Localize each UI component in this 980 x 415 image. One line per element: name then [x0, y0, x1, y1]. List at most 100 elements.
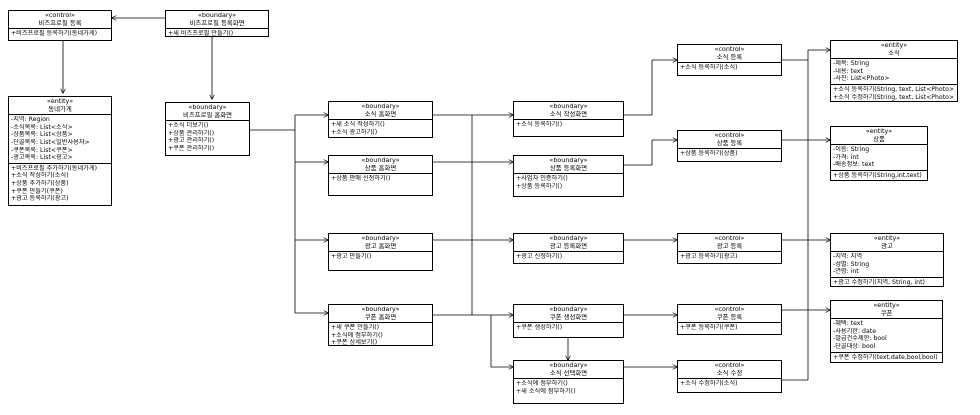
operations-section: +상품 등록하기(String,int,text) [831, 169, 927, 181]
operations-section: +광고 등록하기(광고) [678, 252, 781, 262]
class-name: 광고 등록 [716, 242, 743, 250]
operation: +상품 관리하기() [168, 129, 215, 137]
operations-section: +소식 수정하기(소식) [678, 379, 781, 389]
class-name: 소식 홈화면 [364, 110, 397, 118]
attribute: -혜택: text [833, 320, 863, 328]
attribute: -단골대상: bool [833, 342, 876, 350]
operation: +광고 만들기() [331, 253, 372, 261]
operations-section: +상품 판매 신청하기() [329, 174, 432, 184]
class-name: 광고 홈화면 [364, 242, 397, 250]
class-name: 소식 등록 [716, 53, 743, 61]
stereotype-label: «boundary» [188, 104, 227, 111]
stereotype-label: «boundary» [361, 103, 400, 110]
class-control-news-register[interactable]: «control»소식 등록 +소식 등록하기(소식) [677, 44, 782, 76]
class-boundary-biz-home[interactable]: «boundary»비즈프로필 홈화면 +소식 더보기() +상품 관리하기()… [165, 102, 250, 156]
operation: +소식 더보기() [168, 122, 209, 130]
class-boundary-product-home[interactable]: «boundary»상품 홈화면 +상품 판매 신청하기() [328, 155, 433, 196]
class-name: 쿠폰 홈화면 [364, 313, 397, 321]
stereotype-label: «boundary» [361, 306, 400, 313]
stereotype-label: «control» [714, 235, 745, 242]
stereotype-label: «entity» [880, 42, 908, 49]
attribute: -사용기한: date [833, 327, 877, 335]
operation: +쿠폰 만들기(쿠폰) [11, 187, 63, 195]
newswrite-trunk [624, 60, 653, 116]
stereotype-label: «control» [714, 362, 745, 369]
class-boundary-coupon-home[interactable]: «boundary»쿠폰 홈화면 +새 쿠폰 만들기() +소식에 첨부하기()… [328, 304, 433, 346]
stereotype-label: «boundary» [549, 362, 588, 369]
class-control-ad-register[interactable]: «control»광고 등록 +광고 등록하기(광고) [677, 233, 782, 264]
attribute: -성별: String [833, 260, 870, 268]
attributes-section: -제목: String -내용: text -사진: List<Photo> [831, 59, 957, 84]
stereotype-label: «control» [714, 306, 745, 313]
class-name: 상품 홈화면 [364, 164, 397, 172]
class-name: 쿠폰 생성화면 [549, 313, 588, 321]
operation: +쿠폰 생성하기() [516, 324, 563, 332]
operation: +소식 등록하기(String, text, List<Photo>) [833, 85, 955, 93]
class-name: 광고 등록화면 [549, 242, 588, 250]
stereotype-label: «boundary» [361, 157, 400, 164]
operation: +소식 수정하기(String, text, List<Photo>) [833, 93, 955, 101]
attribute: -연령: int [833, 268, 859, 276]
operation: +쿠폰 수정하기(text,date,bool,bool) [833, 353, 938, 361]
class-name: 소식 작성화면 [549, 110, 588, 118]
operation: +소식에 첨부하기() [331, 331, 383, 339]
attribute: -내용: text [833, 67, 863, 75]
attribute: -지역: 지역 [833, 253, 863, 261]
class-name: 상품 등록 [716, 139, 743, 147]
operations-section: +새 비즈프로필 만들기() [166, 29, 268, 39]
operations-section: +쿠폰 생성하기() [514, 323, 623, 333]
operation: +광고 등록하기(광고) [11, 195, 69, 203]
operations-section: +소식 더보기() +상품 관리하기() +광고 관리하기() +쿠폰 관리하기… [166, 121, 249, 153]
operations-section: +상품 등록하기(상품) [678, 149, 781, 159]
class-entity-local-store[interactable]: «entity»동네가게 -지역: Region -소식목록: List<소식>… [8, 96, 112, 206]
attributes-section: -지역: 지역 -성별: String -연령: int [831, 252, 943, 277]
operations-section: +광고 신청하기() [514, 252, 623, 262]
class-control-coupon-register[interactable]: «control»쿠폰 등록 +쿠폰 등록하기(쿠폰) [677, 304, 782, 335]
attribute: -발급건수제한: bool [833, 335, 887, 343]
class-name: 광고 [881, 242, 893, 250]
operations-section: +광고 만들기() [329, 252, 432, 262]
class-boundary-biz-register-screen[interactable]: «boundary»비즈프로필 등록화면 +새 비즈프로필 만들기() [165, 10, 269, 37]
operations-section: +쿠폰 등록하기(쿠폰) [678, 323, 781, 333]
operation: +광고 등록하기(광고) [680, 253, 738, 261]
operation: +상품 등록하기(String,int,text) [833, 171, 922, 179]
class-boundary-coupon-create[interactable]: «boundary»쿠폰 생성화면 +쿠폰 생성하기() [513, 304, 624, 338]
class-control-biz-register[interactable]: «control»비즈프로필 등록 +비즈프로필 등록하기(동네가게) [8, 10, 112, 41]
stereotype-label: «entity» [46, 98, 74, 105]
class-entity-product[interactable]: «entity»상품 -이름: String -가격: int -배송정보: t… [830, 126, 928, 181]
stereotype-label: «entity» [873, 235, 901, 242]
stereotype-label: «boundary» [549, 306, 588, 313]
class-control-product-register[interactable]: «control»상품 등록 +상품 등록하기(상품) [677, 130, 782, 162]
attributes-section: -지역: Region -소식목록: List<소식> -상품목록: List<… [9, 115, 111, 163]
operation: +광고 관리하기() [168, 137, 215, 145]
operations-section: +소식에 첨부하기() +새 소식에 첨부하기() [514, 379, 623, 396]
class-entity-ad[interactable]: «entity»광고 -지역: 지역 -성별: String -연령: int … [830, 233, 944, 287]
class-boundary-ad-home[interactable]: «boundary»광고 홈화면 +광고 만들기() [328, 233, 433, 271]
class-entity-coupon[interactable]: «entity»쿠폰 -혜택: text -사용기한: date -발급건수제한… [830, 300, 943, 363]
attribute: -제목: String [833, 60, 870, 68]
attribute: -사진: List<Photo> [833, 75, 890, 83]
class-boundary-news-select[interactable]: «boundary»소식 선택화면 +소식에 첨부하기() +새 소식에 첨부하… [513, 360, 624, 404]
operations-section: +광고 수정하기(지역, String, int) [831, 276, 943, 288]
class-control-news-edit[interactable]: «control»소식 수정 +소식 수정하기(소식) [677, 360, 782, 393]
operation: +소식 작성하기(소식) [11, 172, 69, 180]
operation: +사업자 인증하기() [516, 175, 568, 183]
attribute: -상품목록: List<상품> [11, 131, 73, 139]
class-name: 비즈프로필 홈화면 [182, 111, 233, 119]
class-name: 소식 수정 [716, 369, 743, 377]
class-entity-news[interactable]: «entity»소식 -제목: String -내용: text -사진: Li… [830, 40, 958, 102]
attribute: -쿠폰목록: List<쿠폰> [11, 146, 73, 154]
class-name: 동네가게 [48, 105, 72, 113]
class-boundary-ad-register[interactable]: «boundary»광고 등록화면 +광고 신청하기() [513, 233, 624, 264]
operation: +상품 판매 신청하기() [331, 175, 391, 183]
class-boundary-product-register[interactable]: «boundary»상품 등록화면 +사업자 인증하기() +상품 등록하기() [513, 155, 624, 197]
class-boundary-news-home[interactable]: «boundary»소식 홈화면 +새 소식 작성하기() +소식 광고하기() [328, 101, 433, 138]
attribute: -배송정보: text [833, 161, 875, 169]
class-boundary-news-write[interactable]: «boundary»소식 작성화면 +소식 등록하기() [513, 101, 624, 137]
operation: +새 비즈프로필 만들기() [168, 30, 234, 38]
operation: +상품 추가하기(상품) [11, 179, 69, 187]
operations-section: +비즈프로필 등록하기(동네가게) [9, 29, 111, 39]
operations-section: +새 쿠폰 만들기() +소식에 첨부하기() +쿠폰 상세보기() [329, 323, 432, 348]
class-name: 비즈프로필 등록화면 [189, 19, 245, 27]
operation: +새 쿠폰 만들기() [331, 324, 380, 332]
